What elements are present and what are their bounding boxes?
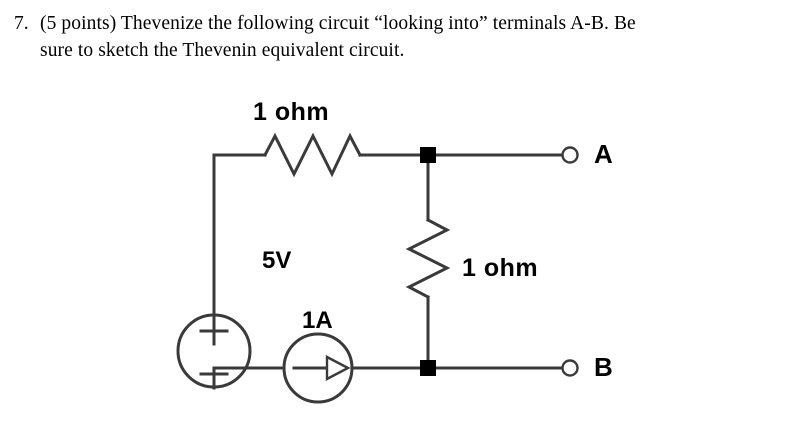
problem-number: 7. <box>14 13 29 34</box>
label-terminal-a: A <box>594 139 613 169</box>
problem-body: (5 points) Thevenize the following circu… <box>40 10 740 64</box>
circuit-svg <box>176 132 579 404</box>
current-source-circle <box>282 332 354 404</box>
junction-node-a <box>420 147 436 163</box>
circuit-diagram: 1 ohm 1 ohm 5V 1A A B <box>0 86 804 436</box>
problem-line-2: sure to sketch the Thevenin equivalent c… <box>40 40 405 61</box>
problem-line-1: (5 points) Thevenize the following circu… <box>40 13 636 34</box>
junction-node-b <box>420 360 436 376</box>
resistor-top-zigzag <box>262 132 363 178</box>
voltage-source-circle <box>176 313 252 389</box>
label-terminal-b: B <box>594 352 613 382</box>
label-resistor-middle: 1 ohm <box>462 254 539 282</box>
terminal-b-circle <box>561 359 579 377</box>
problem-statement: 7. (5 points) Thevenize the following ci… <box>14 10 774 64</box>
label-current-source: 1A <box>302 307 333 334</box>
label-resistor-top: 1 ohm <box>253 98 330 126</box>
current-arrow-head <box>325 355 351 381</box>
resistor-middle-zigzag <box>405 217 451 300</box>
label-voltage-source: 5V <box>262 247 292 274</box>
terminal-a-circle <box>561 146 579 164</box>
